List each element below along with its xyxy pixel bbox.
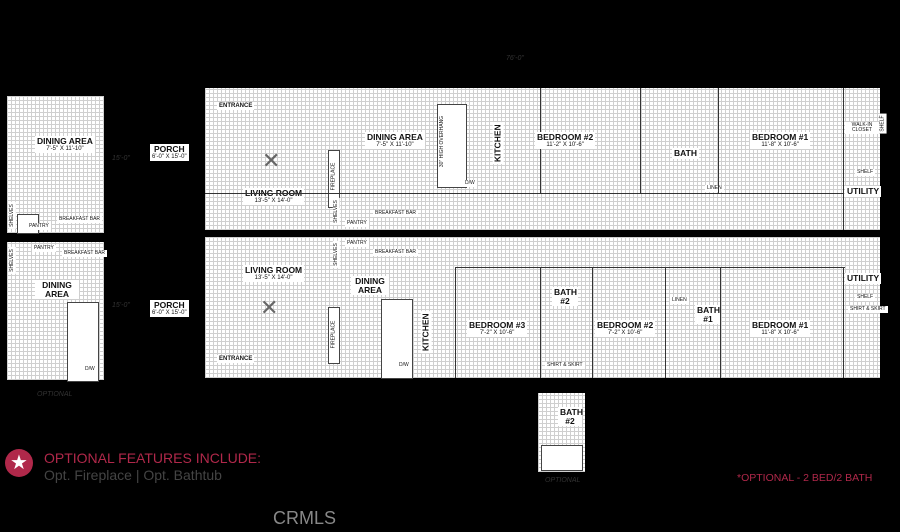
ceiling-fan-icon: ✕ [262, 148, 281, 173]
ceiling-fan-icon: ✕ [260, 295, 279, 320]
entrance-label: ENTRANCE [217, 102, 255, 110]
utility-label: UTILITY [845, 273, 882, 284]
overall-length-dim: 76'-0" [506, 55, 524, 62]
pantry-label: PANTRY [345, 240, 369, 247]
bath-label: BATH [672, 148, 699, 159]
top-width-dim: 15'-0" [112, 155, 130, 162]
pantry-label: PANTRY [27, 223, 51, 230]
watermark: CRMLS [273, 508, 337, 528]
fireplace-label: FIREPLACE [330, 318, 338, 351]
optional-dining-bottom: PANTRY BREAKFAST BAR SHELVES DINING AREA… [7, 242, 108, 382]
shelf-label: SHELF [855, 294, 876, 301]
entrance-label: ENTRANCE [217, 355, 255, 363]
shirt-skirt-label: SHIRT & SKIRT [848, 306, 888, 313]
optional-caption: OPTIONAL [37, 391, 73, 398]
dw-label: D/W [463, 180, 477, 187]
shirt-skirt-label: SHIRT & SKIRT [545, 362, 585, 369]
optional-bath-caption: OPTIONAL [545, 477, 581, 484]
overhang-label: 30" HIGH OVERHANG [439, 113, 447, 170]
layout-note: *OPTIONAL - 2 BED/2 BATH [737, 472, 873, 484]
bath-2-label: BATH #2 [552, 287, 578, 306]
linen-label: LINEN [705, 185, 724, 192]
breakfast-bar-label: BREAKFAST BAR [373, 249, 419, 256]
dining-area-label: DINING AREA [351, 276, 389, 295]
bathtub [541, 445, 583, 471]
shelves-label: SHELVES [332, 241, 340, 268]
utility-label: UTILITY [845, 186, 882, 197]
optional-bath: BATH #2 [538, 393, 585, 472]
dining-area-label: DINING AREA [35, 280, 79, 299]
pantry-label: PANTRY [32, 245, 56, 252]
star-icon: ★ [5, 449, 33, 477]
shelves-label: SHELVES [332, 198, 340, 225]
breakfast-bar-label: BREAKFAST BAR [373, 210, 419, 217]
dw-label: D/W [397, 362, 411, 369]
shelves-label: SHELVES [8, 202, 16, 229]
walk-in-closet-label: WALK-IN CLOSET [845, 122, 879, 134]
shelf-label: SHELF [855, 169, 876, 176]
kitchen-label: KITCHEN [492, 122, 504, 165]
breakfast-bar-label: BREAKFAST BAR [62, 250, 108, 257]
dw-label: D/W [83, 366, 97, 373]
bath-1-label: BATH #1 [695, 305, 721, 324]
legend-items: Opt. Fireplace | Opt. Bathtub [44, 467, 222, 483]
bath-2-label: BATH #2 [558, 407, 583, 426]
pantry-label: PANTRY [345, 220, 369, 227]
legend-title: OPTIONAL FEATURES INCLUDE: [44, 450, 262, 466]
fireplace-label: FIREPLACE [330, 160, 338, 193]
linen-label: LINEN [670, 297, 689, 304]
shelves-label: SHELVES [8, 247, 16, 274]
breakfast-bar-label: BREAKFAST BAR [57, 216, 103, 223]
bottom-width-dim: 15'-0" [112, 302, 130, 309]
shelf-label: SHELF [879, 113, 887, 134]
kitchen-label: KITCHEN [420, 311, 432, 354]
